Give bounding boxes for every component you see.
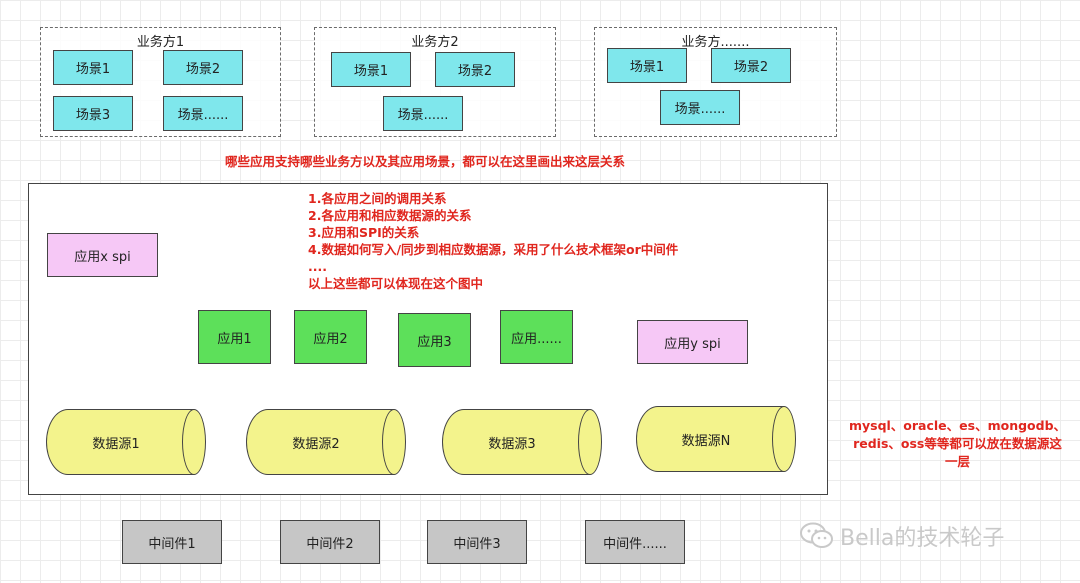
ds-note-line: 一层: [944, 454, 970, 469]
datasource-cylinder: 数据源3: [442, 409, 602, 475]
scene-box: 场景2: [711, 48, 791, 83]
cylinder-cap: [382, 409, 406, 475]
watermark: Bella的技术轮子: [800, 519, 1070, 553]
app-box: 应用3: [398, 313, 471, 367]
note-line: 3.应用和SPI的关系: [308, 225, 420, 240]
note-line: 以上这些都可以体现在这个图中: [308, 276, 484, 291]
notes-list: 1.各应用之间的调用关系 2.各应用和相应数据源的关系 3.应用和SPI的关系 …: [308, 190, 768, 292]
spi-y-box: 应用y spi: [637, 320, 748, 364]
caption-top: 哪些应用支持哪些业务方以及其应用场景，都可以在这里画出来这层关系: [225, 154, 626, 169]
cylinder-cap: [772, 406, 796, 472]
datasource-note: mysql、oracle、es、mongodb、 redis、oss等等都可以放…: [840, 417, 1075, 471]
cylinder-cap: [578, 409, 602, 475]
business-group-2: 业务方2 场景1 场景2 场景......: [314, 27, 556, 137]
scene-box: 场景1: [607, 48, 687, 83]
group-title: 业务方.......: [681, 35, 750, 50]
scene-box: 场景3: [53, 96, 133, 131]
scene-box: 场景......: [163, 96, 243, 131]
middleware-box: 中间件3: [427, 520, 527, 564]
spi-x-box: 应用x spi: [47, 233, 158, 277]
datasource-label: 数据源1: [92, 436, 140, 452]
scene-box: 场景1: [331, 52, 411, 87]
middleware-box: 中间件1: [122, 520, 222, 564]
app-box: 应用2: [294, 310, 367, 364]
group-title: 业务方1: [136, 35, 185, 50]
app-box: 应用......: [500, 310, 573, 364]
ds-note-line: mysql、oracle、es、mongodb、: [848, 418, 1067, 433]
note-line: ....: [308, 259, 327, 274]
cylinder-body: [46, 409, 194, 475]
datasource-cylinder: 数据源1: [46, 409, 206, 475]
scene-box: 场景1: [53, 50, 133, 85]
group-title: 业务方2: [411, 35, 459, 50]
middleware-box: 中间件2: [280, 520, 380, 564]
scene-box: 场景......: [660, 90, 740, 125]
ds-note-line: redis、oss等等都可以放在数据源这: [853, 436, 1062, 451]
business-group-more: 业务方....... 场景1 场景2 场景......: [594, 27, 837, 137]
scene-box: 场景2: [435, 52, 515, 87]
scene-box: 场景......: [383, 96, 463, 131]
datasource-label: 数据源3: [488, 436, 536, 452]
wechat-icon: [800, 522, 833, 548]
note-line: 4.数据如何写入/同步到相应数据源，采用了什么技术框架or中间件: [308, 242, 679, 257]
datasource-cylinder: 数据源2: [246, 409, 406, 475]
note-line: 2.各应用和相应数据源的关系: [308, 208, 472, 223]
cylinder-cap: [182, 409, 206, 475]
app-box: 应用1: [198, 310, 271, 364]
middleware-box: 中间件......: [585, 520, 685, 564]
cylinder-body: [442, 409, 590, 475]
watermark-text: Bella的技术轮子: [840, 526, 1005, 551]
cylinder-body: [636, 406, 784, 472]
datasource-label: 数据源N: [681, 433, 731, 449]
note-line: 1.各应用之间的调用关系: [308, 191, 447, 206]
datasource-label: 数据源2: [292, 436, 340, 452]
scene-box: 场景2: [163, 50, 243, 85]
datasource-cylinder: 数据源N: [636, 406, 796, 472]
business-group-1: 业务方1 场景1 场景2 场景3 场景......: [40, 27, 281, 137]
